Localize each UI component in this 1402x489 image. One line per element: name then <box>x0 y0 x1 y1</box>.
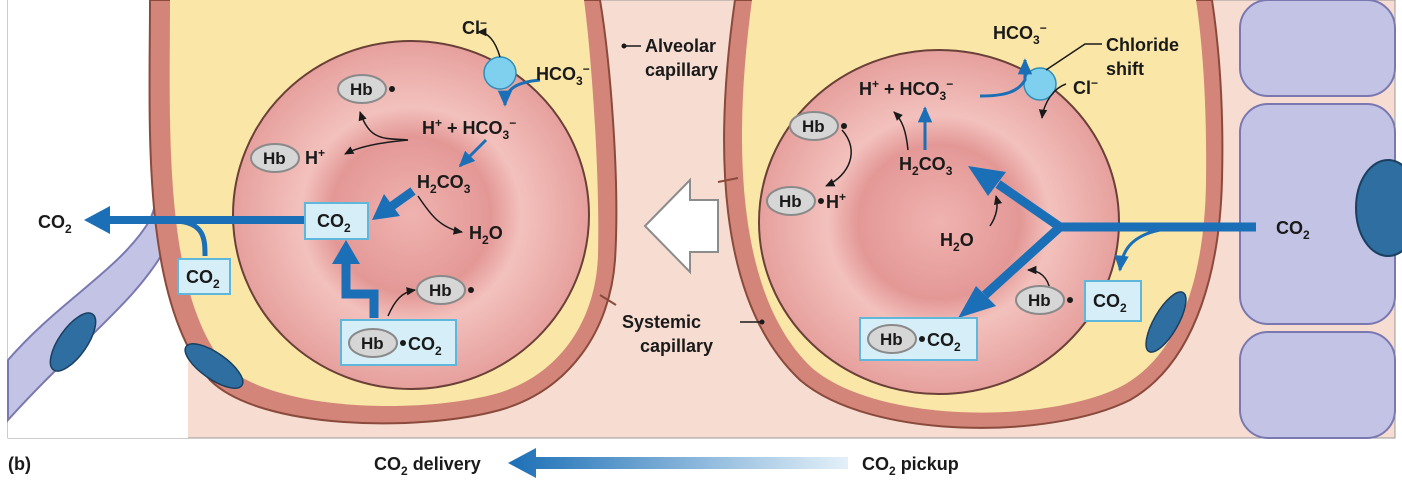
h2co3-to-co2-arrow-shaft <box>389 187 416 210</box>
cl-label-right: Cl− <box>1073 76 1098 98</box>
tissue-cell-nucleus <box>1355 159 1402 257</box>
h-hco3-label-left: H+ + HCO3− <box>422 116 516 142</box>
h-hco3-label-right: H+ + HCO3− <box>859 77 953 103</box>
tissue-cell-bottom <box>1239 331 1396 439</box>
h2o-label-right: H2O <box>940 230 974 254</box>
plasma-co2-link <box>174 218 208 257</box>
bond-dot <box>389 86 395 92</box>
red-blood-cell-left <box>232 40 590 390</box>
h-ion-label: H+ <box>305 146 325 168</box>
bond-dot <box>1067 297 1073 303</box>
chloride-shift-label: Chloride shift <box>1106 35 1184 79</box>
alveolar-cell-nucleus <box>49 312 97 372</box>
hb-oval <box>416 275 466 305</box>
hb-oval <box>789 111 839 141</box>
alveolar-capillary-line1: Alveolar <box>645 36 716 56</box>
co2-to-h2co3-head <box>968 166 1006 196</box>
h2o-enter-arrow <box>989 194 1003 227</box>
hbco2-release-arrow-shaft <box>341 262 379 318</box>
hb-oval <box>1015 285 1065 315</box>
tissue-cell-top <box>1239 0 1396 97</box>
co2-exhale-arrow-head <box>84 206 110 234</box>
h2co3-label-left: H2CO3 <box>417 172 471 196</box>
leader-dot <box>759 319 765 325</box>
plasma-co2-box <box>177 258 231 295</box>
systemic-capillary-label: Systemic capillary <box>622 312 713 356</box>
hb-oval <box>250 143 300 173</box>
h-bind-arrow-left <box>344 139 409 155</box>
co2-to-h2co3-shaft <box>995 180 1063 231</box>
systemic-capillary-line2: capillary <box>640 336 713 356</box>
hb-h-binding-arrow <box>825 129 852 187</box>
h2co3-label-right: H2CO3 <box>899 154 953 178</box>
hb-release-arrow <box>387 287 417 317</box>
bond-dot <box>468 287 474 293</box>
hco3-entry-arrow <box>497 78 541 107</box>
systemic-capillary-line1: Systemic <box>622 312 701 332</box>
alveolar-capillary-label: Alveolar capillary <box>645 36 721 80</box>
plasma-co2-label: CO2 <box>186 267 220 291</box>
capillary-junction <box>599 294 617 306</box>
co2-to-plasma-arrow <box>1114 228 1161 272</box>
plasma-co2-label-right: CO2 <box>1093 291 1127 315</box>
endothelial-nucleus-left <box>184 343 244 389</box>
co2-to-hb-shaft <box>981 223 1064 299</box>
cl-entry-arrow <box>1038 83 1067 120</box>
rbc-co2-box <box>304 202 369 240</box>
hb-oval <box>348 328 398 358</box>
co2-exhaled-label: CO2 <box>38 212 72 236</box>
alveolar-capillary-line2: capillary <box>645 60 718 80</box>
h2o-label-left: H2O <box>469 223 503 247</box>
cl-exit-arrow <box>476 27 501 58</box>
rbc-co2-label: CO2 <box>317 211 351 235</box>
delivery-direction-arrow <box>508 448 848 478</box>
chloride-shift-line2: shift <box>1106 59 1144 79</box>
hb-text: Hb <box>429 281 452 300</box>
h-hco3-to-h2co3-arrow <box>458 138 488 168</box>
hb-text: Hb <box>350 80 373 99</box>
h2o-release-arrow <box>417 195 464 235</box>
co2-tissue-label: CO2 <box>1276 218 1310 242</box>
co2-pickup-label: CO2 pickup <box>862 454 959 478</box>
direction-hollow-arrow <box>643 177 719 275</box>
endothelial-nucleus-right <box>1145 291 1187 353</box>
hb-oval <box>867 324 917 354</box>
co2-to-hb-head <box>958 286 996 318</box>
hbco2-release-arrow-head <box>332 240 360 264</box>
h-bind-arrow-up <box>358 111 409 141</box>
hco3-label-left: HCO3− <box>536 62 590 88</box>
chloride-shift-leader <box>1045 43 1102 71</box>
chloride-channel-left <box>483 56 517 90</box>
hb-oval <box>337 74 387 104</box>
hb-h-ion-right: H+ <box>826 190 846 212</box>
hb-co2-co2-right: CO2 <box>927 330 961 354</box>
hb-text: Hb <box>802 117 825 136</box>
hb-text: Hb <box>1028 291 1051 310</box>
bond-dot <box>841 123 847 129</box>
leader-dot <box>621 43 627 49</box>
hb-text: Hb <box>880 330 903 349</box>
h2co3-to-co2-arrow-head <box>372 194 400 220</box>
chloride-shift-line1: Chloride <box>1106 35 1179 55</box>
bond-dot <box>818 198 824 204</box>
bond-dot <box>919 336 925 342</box>
hb-text: Hb <box>361 334 384 353</box>
bond-dot <box>400 340 406 346</box>
h-release-arrow <box>893 111 909 151</box>
hco3-label-right: HCO3− <box>993 21 1047 47</box>
plasma-co2-box-right <box>1084 280 1142 322</box>
hb-text: Hb <box>779 192 802 211</box>
cl-label-left: Cl− <box>462 16 487 38</box>
hb-text: Hb <box>263 149 286 168</box>
panel-label: (b) <box>8 454 31 474</box>
hco3-exit-arrow <box>979 58 1033 98</box>
hb-co2-co2: CO2 <box>408 334 442 358</box>
hb-oval <box>766 186 816 216</box>
systemic-capillary-junction <box>717 177 739 183</box>
co2-delivery-label: CO2 delivery <box>374 454 481 478</box>
